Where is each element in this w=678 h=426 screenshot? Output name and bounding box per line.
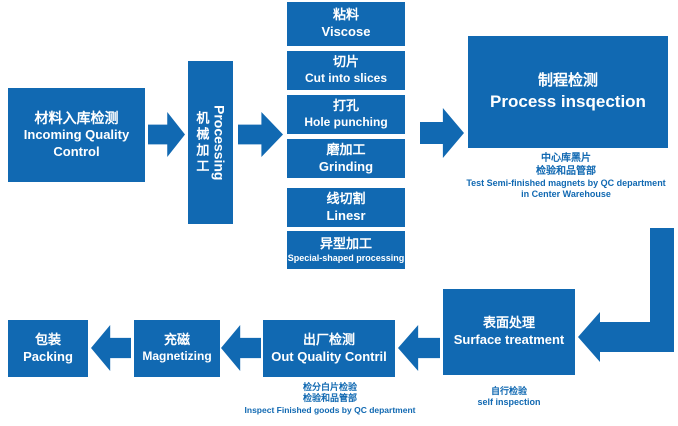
arrow-processing-to-steps xyxy=(238,112,283,157)
node-surface-treatment: 表面处理 Surface treatment xyxy=(443,289,575,375)
node-magnetizing: 充磁 Magnetizing xyxy=(134,320,220,377)
node-step-line-label-en: Linesr xyxy=(326,207,366,223)
node-processing-label-zh: 机械加工 xyxy=(194,110,210,175)
arrow-surface-to-outquality xyxy=(398,325,440,371)
node-step-hole-label-zh: 打孔 xyxy=(332,98,359,114)
node-step-viscose-label-en: Viscose xyxy=(321,24,371,39)
node-incoming-quality-control: 材料入库检测 Incoming Quality Control xyxy=(8,88,145,182)
annotation-outquality-line1: 检分白片检验 xyxy=(302,382,357,392)
annotation-process-inspection-line4: in Center Warehouse xyxy=(521,189,611,200)
node-packing: 包装 Packing xyxy=(8,320,88,377)
node-step-special-shaped: 异型加工 Special-shaped processing xyxy=(287,231,405,269)
node-processing-label-en: Processing xyxy=(211,104,228,181)
node-step-line-label-zh: 线切割 xyxy=(326,190,366,206)
node-packing-label-zh: 包装 xyxy=(34,331,61,347)
annotation-process-inspection: 中心库黑片 检验和品管部 Test Semi-finished magnets … xyxy=(440,153,678,201)
node-step-cut-into-slices: 切片 Cut into slices xyxy=(287,51,405,90)
annotation-surface-treatment: 自行检验 self inspection xyxy=(443,386,575,409)
node-magnetizing-label-zh: 充磁 xyxy=(163,332,190,348)
arrow-inspection-to-surface xyxy=(578,228,674,362)
annotation-process-inspection-line3: Test Semi-finished magnets by QC departm… xyxy=(466,178,666,188)
node-step-cut-label-en: Cut into slices xyxy=(304,71,387,86)
annotation-outquality-line3: Inspect Finished goods by QC department xyxy=(244,404,416,415)
arrow-steps-to-inspection xyxy=(420,108,464,158)
node-magnetizing-label-en: Magnetizing xyxy=(142,349,212,364)
annotation-out-quality: 检分白片检验 检验和品管部 Inspect Finished goods by … xyxy=(240,382,420,415)
node-outquality-label-en: Out Quality Contril xyxy=(271,348,387,364)
node-process-inspection-label-zh: 制程检测 xyxy=(537,72,598,90)
annotation-outquality-line2: 检验和品管部 xyxy=(302,393,357,404)
node-step-viscose: 粘料 Viscose xyxy=(287,2,405,46)
node-step-viscose-label-zh: 粘料 xyxy=(332,7,359,23)
node-surface-label-en: Surface treatment xyxy=(453,332,565,347)
node-processing: 机械加工 Processing xyxy=(188,61,233,224)
node-step-hole-punching: 打孔 Hole punching xyxy=(287,95,405,134)
node-step-grinding: 磨加工 Grinding xyxy=(287,139,405,178)
node-incoming-label-zh: 材料入库检测 xyxy=(34,110,119,127)
node-surface-label-zh: 表面处理 xyxy=(482,315,535,331)
node-step-grinding-label-zh: 磨加工 xyxy=(326,141,366,157)
node-out-quality-control: 出厂检测 Out Quality Contril xyxy=(263,320,395,377)
node-incoming-label-en: Incoming Quality Control xyxy=(23,127,130,160)
annotation-process-inspection-line1: 中心库黑片 xyxy=(541,153,591,164)
node-process-inspection: 制程检测 Process insqection xyxy=(468,36,668,148)
node-step-special-label-en: Special-shaped processing xyxy=(287,252,405,263)
node-process-inspection-label-en: Process insqection xyxy=(490,91,646,111)
node-outquality-label-zh: 出厂检测 xyxy=(302,331,355,347)
node-step-hole-label-en: Hole punching xyxy=(304,115,388,130)
arrow-outquality-to-magnetizing xyxy=(221,325,261,371)
annotation-surface-line2: self inspection xyxy=(477,397,541,408)
arrow-magnetizing-to-packing xyxy=(91,325,131,371)
arrow-incoming-to-processing xyxy=(148,112,185,157)
annotation-surface-line1: 自行检验 xyxy=(490,386,527,396)
node-step-line-cutting: 线切割 Linesr xyxy=(287,188,405,227)
node-packing-label-en: Packing xyxy=(23,348,73,364)
node-step-special-label-zh: 异型加工 xyxy=(319,235,372,251)
annotation-process-inspection-line2: 检验和品管部 xyxy=(536,165,596,177)
node-step-grinding-label-en: Grinding xyxy=(318,158,374,174)
node-step-cut-label-zh: 切片 xyxy=(332,54,359,70)
